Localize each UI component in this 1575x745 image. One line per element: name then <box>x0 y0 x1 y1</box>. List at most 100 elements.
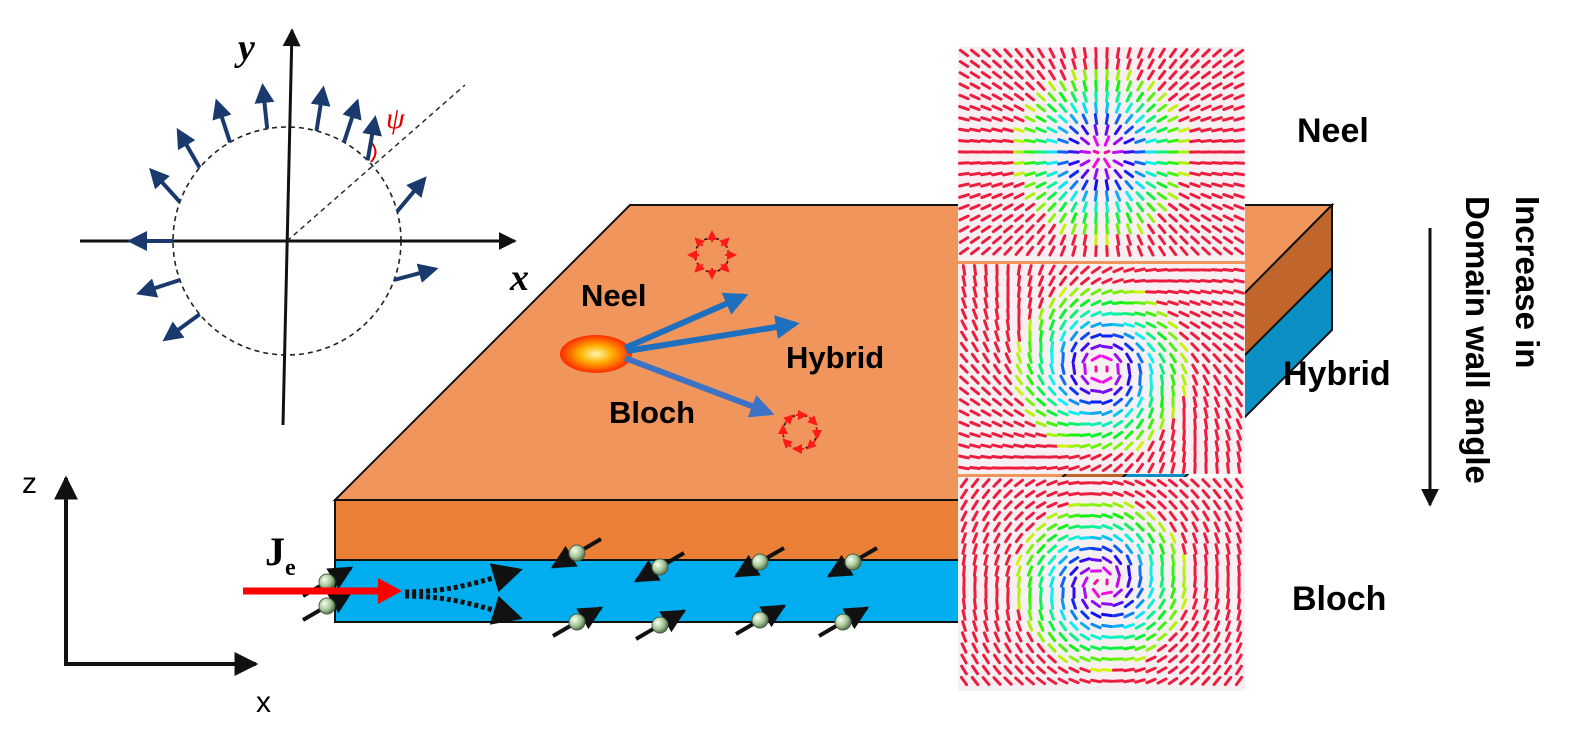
texture-spin <box>1037 620 1045 632</box>
texture-spin <box>1027 308 1033 320</box>
texture-spin <box>1147 543 1155 555</box>
texture-spin <box>1090 277 1102 285</box>
texture-spin <box>1157 521 1167 533</box>
texture-spin <box>1090 633 1102 641</box>
texture-spin <box>1048 234 1056 246</box>
texture-spin <box>970 488 980 500</box>
texture-spin <box>1202 510 1210 522</box>
texture-spin <box>1057 433 1069 437</box>
texture-spin <box>1079 443 1091 449</box>
texture-spin <box>1094 91 1098 103</box>
texture-spin <box>1014 70 1024 80</box>
texture-spin <box>1178 161 1190 165</box>
texture-spin <box>1226 565 1230 577</box>
current-arrow-group: Je <box>243 529 523 625</box>
texture-spin <box>1234 375 1244 385</box>
texture-spin <box>1145 126 1157 134</box>
texture-spin <box>960 631 968 643</box>
hybrid-trajectory-arrow <box>626 315 800 354</box>
texture-spin <box>970 352 980 364</box>
texture-spin <box>1015 631 1023 643</box>
texture-spin <box>1156 126 1168 134</box>
texture-spin <box>1124 408 1134 418</box>
texture-spin <box>1233 278 1245 284</box>
texture-spin <box>1191 374 1199 386</box>
texture-spin <box>1113 353 1123 363</box>
texture-spin <box>1211 59 1223 69</box>
texture-spin <box>1047 191 1057 201</box>
texture-spin <box>991 192 1003 200</box>
texture-spin <box>1071 598 1077 610</box>
texture-spin <box>1212 353 1222 363</box>
texture-spin <box>1024 489 1036 499</box>
texture-spin <box>1013 478 1025 488</box>
texture-spin <box>1148 385 1154 397</box>
texture-spin <box>1068 666 1080 674</box>
polar-y-axis <box>281 28 301 426</box>
texture-spin <box>1168 643 1178 653</box>
texture-spin <box>1048 286 1056 298</box>
texture-spin <box>1035 432 1047 438</box>
texture-spin <box>1123 634 1135 640</box>
texture-spin <box>1134 311 1146 317</box>
texture-spin <box>1201 499 1211 511</box>
texture-spin <box>1090 546 1102 552</box>
trajectory-label-hybrid: Hybrid <box>786 340 884 375</box>
texture-spin <box>1145 170 1157 178</box>
texture-spin <box>1167 289 1179 295</box>
texture-spin <box>1168 331 1178 341</box>
texture-spin <box>1223 364 1233 374</box>
texture-spin <box>1192 543 1198 555</box>
texture-spin <box>1046 126 1058 134</box>
texture-spin <box>1091 587 1101 599</box>
texture-spin <box>1222 104 1234 112</box>
texture-spin <box>1169 352 1177 364</box>
texture-spin <box>1200 203 1212 211</box>
texture-spin <box>1061 352 1065 364</box>
texture-spin <box>1113 588 1123 598</box>
texture-spin <box>1069 566 1079 576</box>
texture-spin <box>969 443 981 449</box>
texture-spin <box>1036 213 1046 223</box>
texture-spin <box>1105 245 1109 257</box>
texture-spin <box>1059 47 1067 59</box>
polar-spin-arrows <box>127 82 439 342</box>
texture-spin <box>1124 430 1134 440</box>
texture-spin <box>1068 556 1080 564</box>
texture-spin <box>1046 409 1058 417</box>
texture-spin <box>1213 521 1221 533</box>
texture-spin <box>991 116 1003 122</box>
texture-spin <box>1224 396 1232 408</box>
texture-spin <box>1046 421 1058 427</box>
texture-spin <box>1024 127 1036 133</box>
texture-spin <box>1026 363 1034 375</box>
texture-spin <box>1058 91 1068 103</box>
texture-spin <box>1114 190 1122 202</box>
texture-spin <box>1090 524 1102 530</box>
texture-spin <box>1134 644 1146 652</box>
texture-spin <box>1233 60 1245 68</box>
texture-spin <box>1026 620 1034 632</box>
texture-spin <box>993 363 1001 375</box>
texture-spin <box>1189 93 1201 101</box>
texture-spin <box>1101 480 1113 486</box>
texture-spin <box>1159 576 1165 588</box>
texture-spin <box>1235 396 1243 408</box>
texture-spin <box>1189 300 1201 306</box>
texture-spin <box>1124 543 1134 555</box>
texture-spin <box>1002 138 1014 144</box>
texture-spin <box>1046 114 1058 124</box>
texture-spin <box>1189 279 1201 283</box>
texture-spin <box>1101 398 1113 406</box>
texture-spin <box>1234 385 1244 397</box>
texture-spin <box>1212 676 1222 686</box>
texture-spin <box>1025 70 1035 80</box>
texture-spin <box>1168 510 1178 522</box>
texture-spin <box>1090 432 1102 438</box>
texture-spin <box>1179 478 1189 488</box>
texture-spin <box>1035 103 1047 113</box>
texture-spin <box>1090 611 1102 619</box>
texture-spin <box>1047 202 1057 212</box>
electron-bead <box>651 558 669 576</box>
texture-spin <box>1090 354 1102 362</box>
